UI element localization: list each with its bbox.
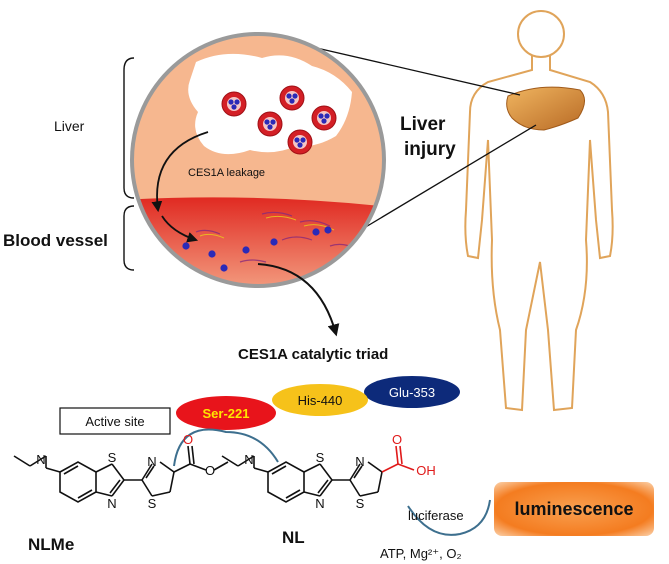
nl-structure [221,455,383,503]
luminescence-box [494,482,654,536]
nl-s-thiazole: S [316,450,325,465]
carboxylic-acid-group [381,445,415,473]
his-440-ellipse [272,384,368,416]
hepatocyte-cell [257,111,283,137]
ces1a-dot [242,246,250,254]
ser-221-ellipse [176,396,276,430]
ces1a-molecules [182,226,332,272]
liver-bracket [123,57,135,199]
liver-injury-label-line1: Liver [400,114,446,135]
ces1a-dot [220,264,228,272]
nlme-n-thiazole: N [107,496,116,511]
ces1a-dot [267,124,273,130]
luciferase-label: luciferase [408,508,464,523]
hepatocyte-cell [279,85,305,111]
glu-353-label: Glu-353 [389,385,435,400]
nl-oh: OH [416,463,436,478]
ces1a-dot [321,118,327,124]
his-440-label: His-440 [298,393,343,408]
active-site-box [59,407,171,435]
glu-353-ellipse [364,376,460,408]
blood-flow-arrow [161,215,199,243]
magnified-tissue-circle [130,32,386,288]
hepatocyte-cells [221,85,337,155]
nl-s-thiazoline: S [356,496,365,511]
ces1a-dot [208,250,216,258]
liver-organ-icon [506,86,585,131]
luciferase-arc [407,499,491,536]
nl-o-carbonyl: O [392,432,402,447]
nlme-n-thiazoline: N [147,454,156,469]
ces1a-dot [300,137,306,143]
zoom-line-top [307,45,521,96]
ces1a-dot [289,98,295,104]
ces1a-dot [270,238,278,246]
ces1a-dot [228,99,234,105]
liver-injury-label-line2: injury [404,139,456,160]
zoom-line-bottom [363,124,537,229]
blood-vessel-bracket [123,205,135,271]
nl-n-thiazoline: N [355,454,364,469]
liver-tissue [188,53,352,155]
ces1a-dot [264,119,270,125]
to-triad-arrow [257,263,340,337]
hepatocyte-cell [287,129,313,155]
nlme-label: NLMe [28,535,74,554]
ces1a-leakage-label: CES1A leakage [188,167,265,179]
nlme-o-ester: O [205,463,215,478]
luminescence-label: luminescence [514,499,633,519]
ces1a-dot [292,93,298,99]
ces1a-dot [318,113,324,119]
active-site-label: Active site [85,414,144,429]
nlme-n-amine: N [36,452,45,467]
nlme-s-thiazoline: S [148,496,157,511]
ces1a-dot [324,113,330,119]
ser-221-label: Ser-221 [203,406,250,421]
blood-vessel-label: Blood vessel [3,231,108,250]
ces1a-dot [294,137,300,143]
ces1a-dot [312,228,320,236]
ces1a-dot [231,104,237,110]
human-body-figure [464,10,614,412]
ces1a-dot [182,242,190,250]
ces1a-dot [286,93,292,99]
nl-label: NL [282,528,305,547]
leakage-arrow [151,131,209,213]
ces1a-dot [324,226,332,234]
ces1a-dot [270,119,276,125]
nl-n-amine: N [244,452,253,467]
catalytic-triad-label: CES1A catalytic triad [238,346,388,363]
hepatocyte-cell [221,91,247,117]
hydrolysis-arc [173,428,279,467]
ces1a-dot [234,99,240,105]
hepatocyte-cell [311,105,337,131]
nlme-s-thiazole: S [108,450,117,465]
ces1a-dot [297,142,303,148]
nlme-structure [13,445,229,503]
cofactors-label: ATP, Mg²⁺, O₂ [380,546,462,561]
nlme-o-carbonyl: O [183,432,193,447]
liver-label: Liver [54,118,85,134]
nl-n-thiazole: N [315,496,324,511]
